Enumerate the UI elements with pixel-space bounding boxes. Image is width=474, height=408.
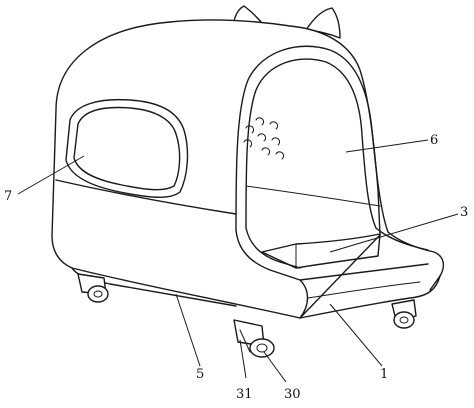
interior-floor-line [245,185,381,207]
base-tray-top [299,263,429,281]
front-right-rim [387,231,445,291]
callout-31: 31 [236,387,253,402]
wheel-front-left [233,319,275,358]
base-tray [299,275,441,319]
front-arch-outer [235,45,389,233]
callout-3: 3 [460,205,468,220]
side-window-outer [65,98,189,198]
wheel-front-right [391,299,417,329]
leader-1 [329,303,383,367]
callout-6: 6 [430,133,438,148]
side-window-inner [73,106,181,191]
callout-1: 1 [380,367,388,382]
front-rim [235,229,309,319]
callout-30: 30 [284,387,301,402]
mat [261,233,381,269]
callout-5: 5 [196,367,204,382]
body-seam [55,179,237,215]
leader-3 [329,213,459,253]
front-arch-inner [245,58,377,229]
front-right-rim-inner [375,227,429,251]
leader-7 [17,155,85,195]
leader-5 [175,293,201,367]
leader-31 [239,339,247,379]
leader-30 [263,351,287,383]
front-rim-inner [245,227,301,269]
vent-holes [243,117,285,160]
wheel-rear-left [77,273,109,303]
tray-ridge [307,281,421,299]
leader-6 [345,139,429,153]
callout-7: 7 [4,189,12,204]
